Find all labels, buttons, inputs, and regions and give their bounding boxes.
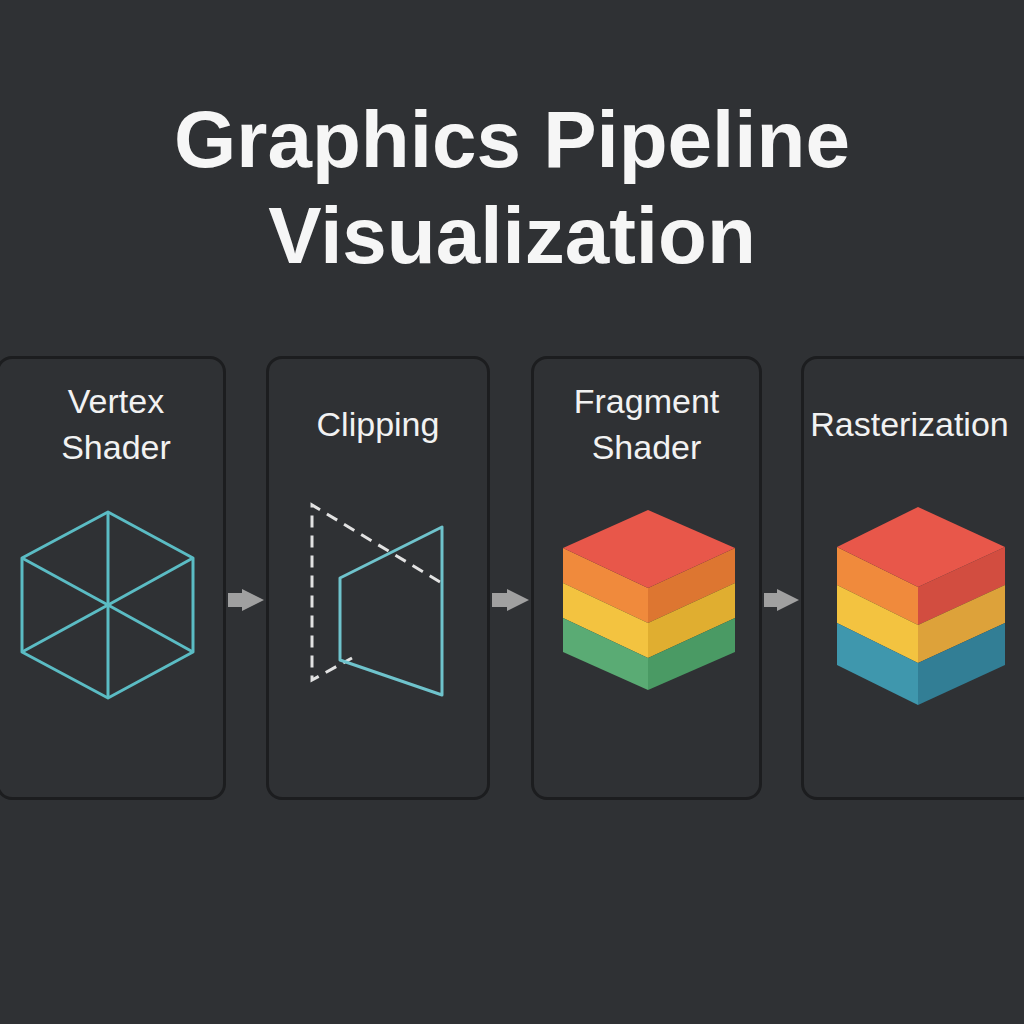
stage-box: Vertex Shader [0,356,226,800]
cube-top [563,510,735,588]
stage-box: Clipping [266,356,490,800]
cube-edge [108,605,193,652]
flow-arrow [492,593,507,607]
cube-face [837,623,918,705]
cube-outline [22,512,193,698]
shaded-cube [563,510,735,690]
raster-cube [837,507,1005,705]
stage-label: Rasterization [809,376,1010,472]
cube-edge [107,512,110,605]
flow-arrow [764,593,777,607]
cube-face [563,618,648,690]
wireframe-cube [22,512,193,698]
cube-face [918,623,1005,705]
cube-edge [22,605,108,652]
flow-arrow [228,593,242,607]
clipping-figure [312,505,442,695]
cube-edge [108,558,193,605]
cube-edge [22,558,108,605]
title: Graphics Pipeline Visualization [112,92,912,284]
title-area: Graphics Pipeline Visualization [0,92,1024,284]
clip-volume [312,505,440,680]
clipped-shape [340,527,442,695]
stage-label: Fragment Shader [539,376,754,472]
cube-face [648,618,735,690]
cube-top [837,507,1005,587]
cube-edge [107,605,110,698]
stage-box: Rasterization [801,356,1024,800]
stage-label: Clipping [274,376,482,472]
stage-box: Fragment Shader [531,356,762,800]
stage-label: Vertex Shader [14,376,218,472]
